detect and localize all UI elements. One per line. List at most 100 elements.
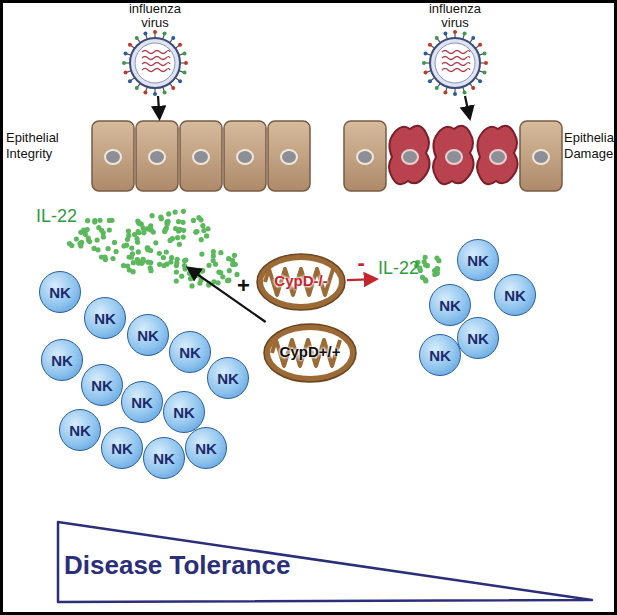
virus-particle <box>122 30 188 96</box>
epithelial-cell <box>136 121 178 191</box>
spike-tip <box>135 86 139 90</box>
epithelium: Epithelial Damage <box>342 118 614 196</box>
il22-dot <box>175 235 180 240</box>
spike-tip <box>478 43 482 47</box>
il22-dot <box>204 233 209 238</box>
il22-dot <box>106 246 111 251</box>
spike-tip <box>478 79 482 83</box>
spike-tip <box>435 86 439 90</box>
matrix <box>135 43 175 83</box>
virus-label: influenza virus <box>419 2 491 30</box>
nk-label: NK <box>111 440 133 457</box>
nucleus <box>357 150 373 164</box>
epithelial-layer <box>342 119 566 193</box>
envelope <box>430 38 480 88</box>
spike-tip <box>484 61 488 65</box>
il22-dot <box>121 243 126 248</box>
il22-dot <box>182 263 187 268</box>
il22-dot <box>220 274 225 279</box>
connector-arrow <box>465 96 470 118</box>
il22-dot <box>79 240 84 245</box>
nk-cell: NK <box>207 357 249 399</box>
il22-dot <box>191 218 196 223</box>
il22-dot <box>181 228 186 233</box>
il22-dot <box>97 218 102 223</box>
nk-cell: NK <box>494 274 536 316</box>
connector-arrow <box>347 279 376 280</box>
il22-dot <box>206 281 211 286</box>
damaged-cell <box>477 126 518 184</box>
rna <box>142 57 170 60</box>
spike-tip <box>143 90 147 94</box>
il22-dot <box>157 251 162 256</box>
nk-cell: NK <box>163 391 205 433</box>
il22-dot <box>148 260 153 265</box>
il22-dot <box>211 249 216 254</box>
envelope <box>130 38 180 88</box>
il22-dot <box>129 246 134 251</box>
il22-dot <box>141 230 146 235</box>
epithelial-cell <box>344 121 386 191</box>
il22-dot <box>112 240 117 245</box>
connector-arrow <box>158 96 159 118</box>
il22-dot <box>157 262 162 267</box>
il22-dot <box>226 278 231 283</box>
spike-tip <box>171 86 175 90</box>
spike-tip <box>424 71 428 75</box>
il22-cluster: IL-22 <box>34 206 254 268</box>
spike-tip <box>463 32 467 36</box>
nk-label: NK <box>51 352 73 369</box>
il22-label: IL-22 <box>378 258 419 279</box>
mitochondrion: CypD-/- <box>255 252 347 312</box>
il22-dot <box>101 234 106 239</box>
il22-dot <box>420 275 425 280</box>
il22-dot <box>225 278 230 283</box>
virus-label: influenza virus <box>119 2 191 30</box>
damaged-cell <box>389 126 430 184</box>
il22-dot <box>141 257 146 262</box>
il22-label: IL-22 <box>36 206 77 227</box>
spike-tip <box>163 90 167 94</box>
spike-tip <box>424 51 428 55</box>
il22-dot <box>181 209 186 214</box>
il22-dot <box>166 211 171 216</box>
rna <box>442 69 470 72</box>
spike-tip <box>143 32 147 36</box>
edge-sign: - <box>358 250 365 276</box>
il22-dot <box>200 223 205 228</box>
il22-dot <box>201 228 206 233</box>
spike-tip <box>443 32 447 36</box>
rna <box>442 63 470 66</box>
il22-cluster: IL-22 <box>376 258 430 298</box>
nk-label: NK <box>504 287 526 304</box>
nk-cell: NK <box>185 427 227 469</box>
spike-tip <box>482 71 486 75</box>
matrix <box>435 43 475 83</box>
rna <box>442 51 470 54</box>
il22-dot <box>136 249 141 254</box>
il22-dot <box>135 229 140 234</box>
il22-dot <box>166 219 171 224</box>
nk-cell: NK <box>39 271 81 313</box>
il22-dot <box>103 257 108 262</box>
il22-dot <box>163 227 168 232</box>
spike-tip <box>122 61 126 65</box>
il22-dot <box>141 226 146 231</box>
nk-cell: NK <box>429 284 471 326</box>
spike-tip <box>171 36 175 40</box>
tolerance-wedge: Disease Tolerance <box>56 520 594 604</box>
nk-label: NK <box>94 310 116 327</box>
il22-dot <box>173 210 178 215</box>
spike-tip <box>128 79 132 83</box>
spike-tip <box>124 51 128 55</box>
spike-tip <box>443 90 447 94</box>
nk-label: NK <box>179 344 201 361</box>
spike-tip <box>184 61 188 65</box>
il22-dot <box>81 228 86 233</box>
spike-tip <box>178 43 182 47</box>
nk-cell: NK <box>169 331 211 373</box>
il22-dot <box>196 273 201 278</box>
il22-dot <box>181 235 186 240</box>
nk-label: NK <box>217 370 239 387</box>
